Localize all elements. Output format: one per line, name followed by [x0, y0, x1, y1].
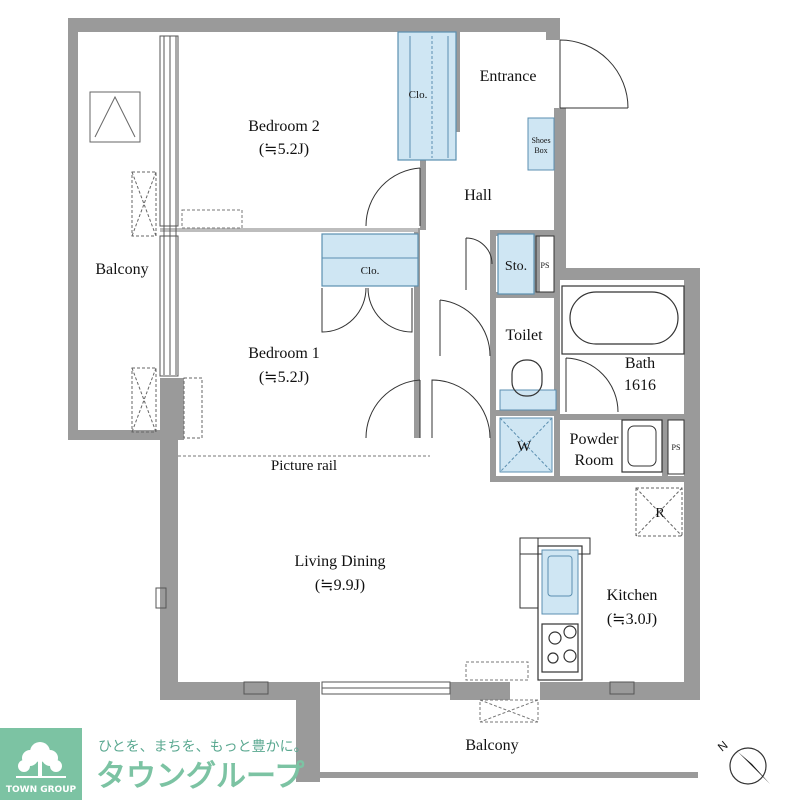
storage-label: Sto. [505, 259, 527, 274]
shoes-box-label-1: Shoes [531, 136, 550, 145]
closet-top-label: Clo. [409, 89, 428, 101]
closet-mid-label: Clo. [361, 265, 380, 277]
powder-room-label-1: Powder [570, 431, 620, 448]
bath-label: Bath [625, 355, 655, 372]
washer-area [499, 417, 553, 473]
company-logo: TOWN GROUP [0, 728, 82, 800]
washer-label: W [517, 439, 532, 455]
bedroom2-name: Bedroom 2 [248, 118, 320, 135]
closet-top [397, 31, 457, 161]
exterior-walls [68, 18, 700, 782]
bathtub [561, 285, 685, 355]
company-tagline: ひとを、まちを、もっと豊かに。 [98, 739, 308, 755]
entrance-label: Entrance [480, 68, 537, 85]
balcony-left-label: Balcony [95, 261, 148, 278]
washbasin [621, 419, 663, 473]
kitchen-name: Kitchen [607, 587, 658, 604]
bedroom-windows [159, 35, 179, 377]
kitchen-counter [519, 537, 591, 681]
bath-size-label: 1616 [624, 377, 656, 394]
stove-icon [541, 623, 579, 673]
north-arrow: N [715, 738, 770, 785]
door-swings [321, 39, 629, 439]
kitchen-size: (≒3.0J) [607, 611, 657, 628]
living-windows [155, 587, 635, 695]
refrigerator-label: R [655, 506, 665, 521]
powder-room-label-2: Room [574, 452, 614, 469]
bedroom1-size: (≒5.2J) [259, 369, 309, 386]
shoes-box [527, 117, 555, 171]
living-name: Living Dining [294, 553, 385, 570]
toilet-fixture [499, 359, 557, 411]
dashed-shelves [178, 209, 539, 723]
shoes-box-label-2: Box [534, 146, 547, 155]
ps-lower-label: PS [672, 443, 681, 452]
hall-label: Hall [464, 187, 492, 204]
company-name: タウングループ [96, 759, 305, 794]
bedroom2-size: (≒5.2J) [259, 141, 309, 158]
closet-middle [321, 233, 419, 287]
ps-boxes [535, 235, 685, 475]
north-label: N [715, 738, 731, 754]
balcony-bottom-label: Balcony [465, 737, 518, 754]
refrigerator-space [635, 487, 683, 537]
bedroom1-name: Bedroom 1 [248, 345, 320, 362]
picture-rail-label: Picture rail [271, 458, 337, 474]
logo-caption: TOWN GROUP [6, 785, 77, 795]
living-size: (≒9.9J) [315, 577, 365, 594]
toilet-label: Toilet [505, 327, 543, 344]
storage-closet [497, 233, 535, 295]
ps-upper-label: PS [541, 261, 550, 270]
balcony-left-fixtures [89, 91, 203, 439]
